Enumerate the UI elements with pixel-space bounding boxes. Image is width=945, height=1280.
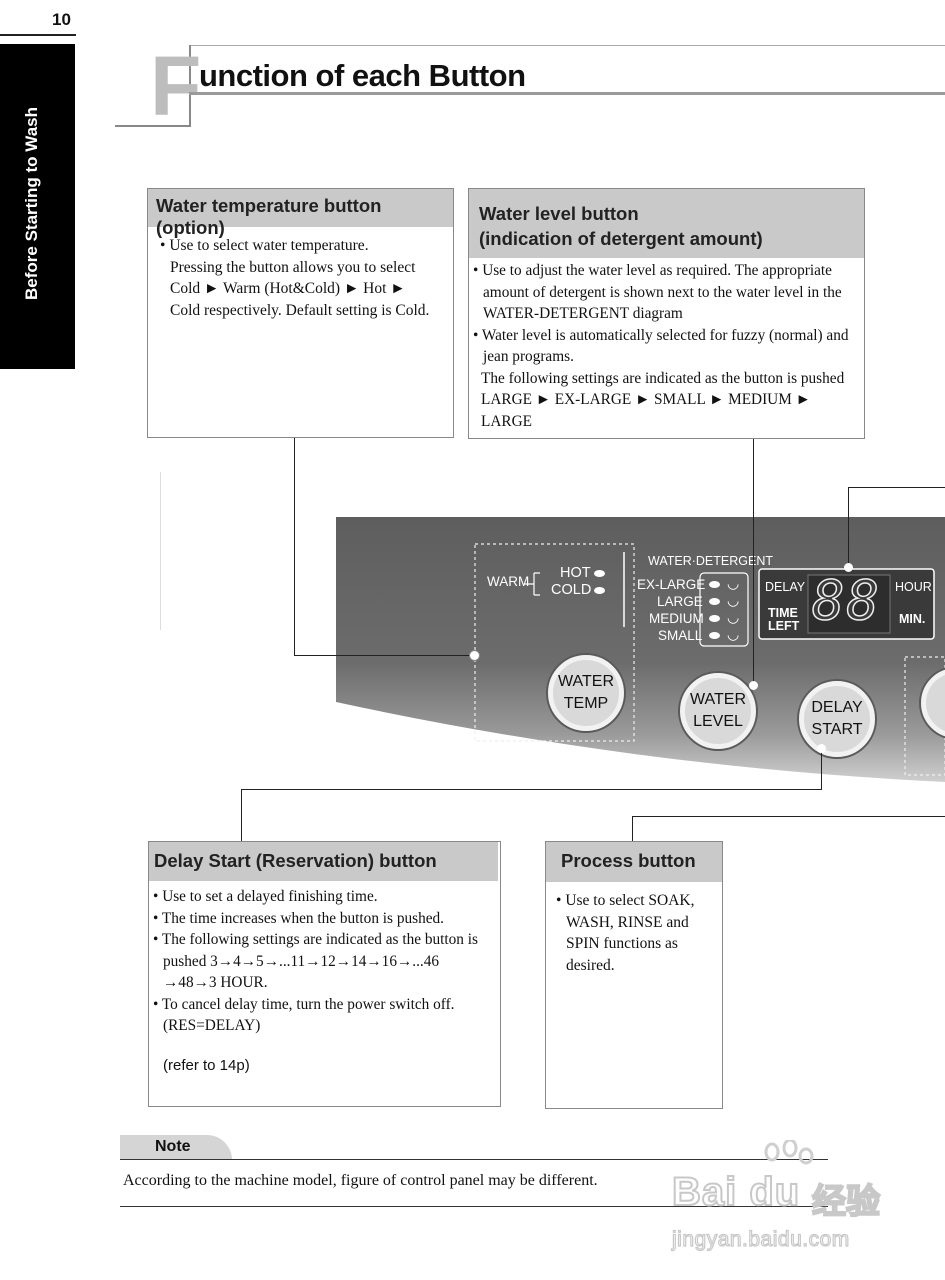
- level-medium: MEDIUM: [649, 611, 704, 626]
- panel-cold-label: COLD: [551, 582, 592, 598]
- water-level-button[interactable]: WATER LEVEL: [680, 673, 756, 749]
- delay-start-button[interactable]: DELAY START: [799, 681, 875, 757]
- note-label: Note: [155, 1138, 191, 1155]
- water-temp-body: • Use to select water temperature. Press…: [148, 227, 453, 321]
- digital-display: 88: [811, 569, 882, 632]
- level-large: LARGE: [657, 594, 703, 609]
- water-temp-button-label-2: TEMP: [563, 695, 609, 712]
- panel-delay-label: DELAY: [765, 580, 806, 594]
- detergent-cup-icon-3: ◡: [727, 609, 740, 625]
- delay-bullet-2: The time increases when the button is pu…: [153, 908, 494, 930]
- water-level-bullet-2: Water level is automatically selected fo…: [473, 325, 858, 368]
- note-rule-top: [120, 1159, 828, 1160]
- leader-water-temp-v: [294, 438, 295, 656]
- leader-water-level: [753, 439, 754, 687]
- page-number: 10: [52, 10, 71, 29]
- water-temp-line-3: Cold ► Warm (Hot&Cold) ► Hot ►: [170, 280, 406, 297]
- top-rule: [0, 34, 76, 36]
- leader-process-h: [632, 816, 945, 817]
- title-initial: F: [150, 39, 202, 133]
- process-body: Use to select SOAK, WASH, RINSE and SPIN…: [546, 882, 722, 976]
- leader-delay-down: [241, 789, 242, 841]
- water-temp-box: Water temperature button (option) • Use …: [147, 188, 454, 438]
- panel-time-label: TIME: [768, 606, 798, 620]
- panel-min-label: MIN.: [899, 612, 926, 626]
- water-level-heading-1: Water level button: [479, 203, 639, 224]
- watermark-brand: Bai du: [671, 1169, 801, 1215]
- control-panel: [336, 517, 945, 782]
- water-level-bullet-1: Use to adjust the water level as require…: [473, 260, 858, 325]
- title-underline: [189, 92, 945, 95]
- panel-warm-label: WARM: [487, 574, 530, 589]
- water-detergent-label: WATER·DETERGENT: [648, 554, 773, 568]
- leader-process-down: [632, 816, 633, 841]
- delay-bullet-4: To cancel delay time, turn the power swi…: [153, 994, 494, 1037]
- leader-water-temp-dot: [470, 651, 479, 660]
- water-level-continuation: The following settings are indicated as …: [481, 369, 845, 430]
- faint-rule: [160, 472, 161, 630]
- water-temp-button[interactable]: WATER TEMP: [548, 655, 624, 731]
- panel-hot-label: HOT: [560, 565, 591, 581]
- delay-refer: (refer to 14p): [163, 1056, 250, 1074]
- watermark-brand-cn: 经验: [811, 1182, 881, 1222]
- level-indicator-3: [709, 615, 720, 622]
- level-indicator-4: [709, 632, 720, 639]
- side-tab-label: Before Starting to Wash: [22, 107, 41, 300]
- level-indicator-2: [709, 598, 720, 605]
- level-small: SMALL: [658, 628, 703, 643]
- leader-delay-h: [241, 789, 822, 790]
- process-heading: Process button: [546, 842, 722, 882]
- baidu-watermark: Bai du 经验 jingyan.baidu.com: [670, 1140, 900, 1270]
- note-rule-bottom: [120, 1206, 828, 1207]
- note-text: According to the machine model, figure o…: [123, 1172, 598, 1189]
- delay-start-box: Delay Start (Reservation) button Use to …: [148, 841, 501, 1107]
- hot-indicator: [594, 570, 605, 577]
- process-box: Process button Use to select SOAK, WASH,…: [545, 841, 723, 1109]
- delay-start-body: Use to set a delayed finishing time. The…: [149, 881, 500, 1076]
- page-title: unction of each Button: [199, 58, 526, 93]
- water-temp-line-4: Cold respectively. Default setting is Co…: [170, 301, 430, 319]
- water-level-button-label-2: LEVEL: [693, 713, 743, 730]
- process-bullet-1: Use to select SOAK, WASH, RINSE and SPIN…: [556, 890, 712, 976]
- paw-icon: [764, 1140, 814, 1165]
- leader-water-temp-h: [294, 655, 474, 656]
- panel-hour-label: HOUR: [895, 580, 932, 594]
- water-temp-heading: Water temperature button (option): [148, 189, 453, 238]
- water-temp-line-1: • Use to select water temperature.: [160, 237, 369, 254]
- title-initial-box: [115, 45, 191, 127]
- water-level-body: Use to adjust the water level as require…: [469, 258, 864, 432]
- detergent-cup-icon-2: ◡: [727, 592, 740, 608]
- panel-left-label: LEFT: [768, 619, 800, 633]
- note-tab: [120, 1135, 232, 1160]
- delay-start-heading: Delay Start (Reservation) button: [149, 842, 498, 881]
- cold-indicator: [594, 587, 605, 594]
- water-level-heading-2: (indication of detergent amount): [479, 228, 763, 249]
- detergent-cup-icon-4: ◡: [727, 626, 740, 642]
- leader-delay-dot: [817, 744, 826, 753]
- leader-display-v: [848, 487, 849, 567]
- leader-display-h: [848, 487, 945, 488]
- leader-delay-v: [821, 748, 822, 789]
- detergent-cup-icon-1: ◡: [727, 575, 740, 591]
- delay-start-button-label-1: DELAY: [811, 699, 863, 716]
- side-tab: [0, 44, 75, 369]
- water-level-box: Water level button (indication of deterg…: [468, 188, 865, 439]
- delay-bullet-3: The following settings are indicated as …: [153, 929, 494, 994]
- delay-start-button-label-2: START: [811, 721, 863, 738]
- watermark-url: jingyan.baidu.com: [671, 1227, 850, 1251]
- water-temp-button-label-1: WATER: [558, 673, 614, 690]
- delay-bullet-1: Use to set a delayed finishing time.: [153, 886, 494, 908]
- leader-water-level-dot: [749, 681, 758, 690]
- level-indicator-1: [709, 581, 720, 588]
- water-temp-line-2: Pressing the button allows you to select: [170, 258, 416, 276]
- water-level-heading: Water level button (indication of deterg…: [469, 189, 864, 258]
- level-ex-large: EX-LARGE: [637, 577, 706, 592]
- water-level-button-label-1: WATER: [690, 691, 746, 708]
- leader-display-dot: [844, 563, 853, 572]
